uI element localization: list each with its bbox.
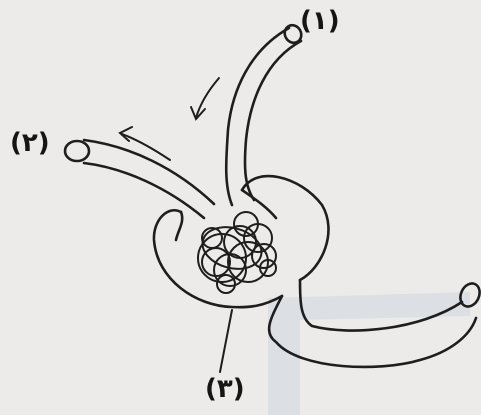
afferent-vessel (226, 22, 304, 205)
label-1: (١) (300, 8, 340, 34)
arrow-left-icon (120, 127, 170, 160)
label-3: (٣) (205, 376, 245, 402)
efferent-vessel (65, 140, 214, 218)
glomerulus (198, 212, 276, 293)
arrow-down-icon (191, 78, 219, 119)
bowmans-capsule (154, 176, 329, 307)
leader-line-3 (220, 310, 232, 372)
label-2: (٢) (10, 130, 50, 156)
